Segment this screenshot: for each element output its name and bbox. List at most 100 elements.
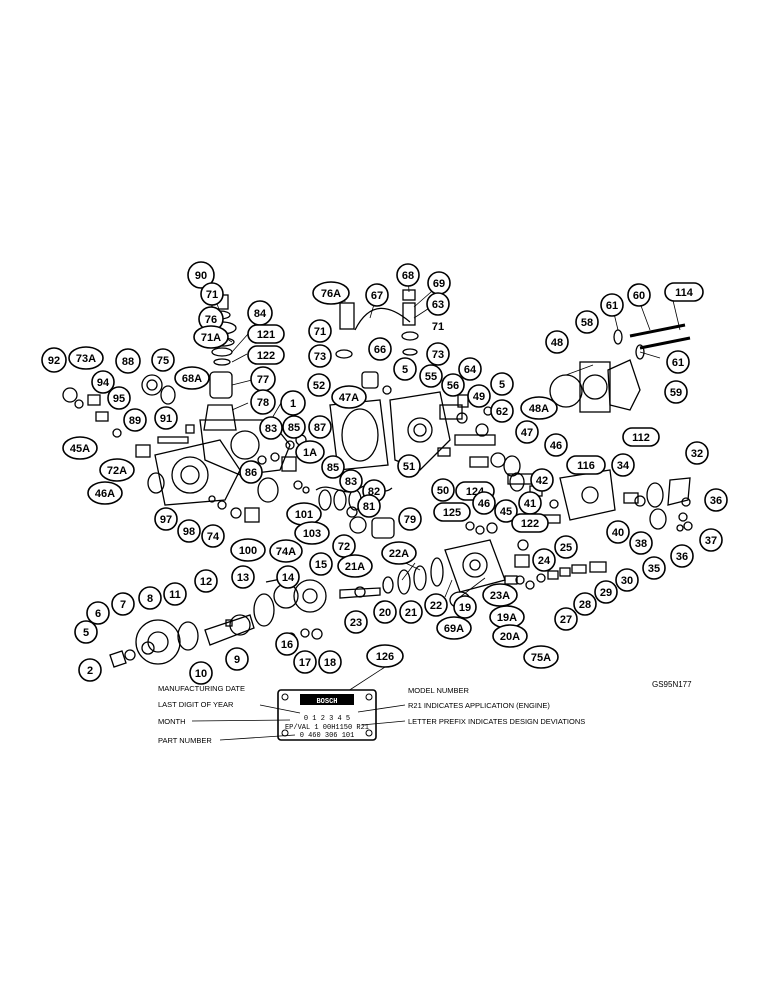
callout-122: 122 [247, 345, 285, 365]
part-63 [402, 302, 416, 326]
cap-88 [141, 374, 163, 396]
part-24 [514, 554, 530, 568]
part-40 [634, 495, 646, 507]
callout-84: 84 [247, 300, 273, 326]
svg-text:69: 69 [433, 278, 445, 290]
ring-21a [354, 586, 366, 598]
ring-122 [213, 358, 231, 366]
ring-46a [147, 472, 165, 494]
svg-text:85: 85 [288, 422, 300, 434]
callout-36b: 36 [670, 544, 694, 568]
callout-1a: 1A [295, 440, 325, 464]
part-36 [678, 512, 688, 522]
legend-manufacturing-date: MANUFACTURING DATE [158, 684, 245, 693]
part-95 [95, 411, 109, 422]
callout-76a: 76A [312, 281, 350, 305]
callout-55: 55 [419, 364, 443, 388]
callout-40: 40 [606, 520, 630, 544]
svg-text:63: 63 [432, 299, 444, 311]
part-18 [311, 628, 323, 640]
svg-text:21A: 21A [345, 561, 365, 573]
part-30 [589, 561, 607, 573]
svg-text:28: 28 [579, 599, 591, 611]
svg-text:52: 52 [313, 380, 325, 392]
svg-text:32: 32 [691, 448, 703, 460]
callout-30: 30 [615, 568, 639, 592]
legend-part-number: PART NUMBER [158, 736, 212, 745]
callout-48: 48 [545, 330, 569, 354]
callout-7: 7 [111, 592, 135, 616]
svg-text:72: 72 [338, 541, 350, 553]
svg-text:103: 103 [303, 528, 321, 540]
part-29 [571, 564, 587, 574]
svg-text:61: 61 [672, 357, 684, 369]
figure-reference: GS95N177 [652, 680, 692, 689]
part-32 [667, 477, 691, 506]
callout-18: 18 [318, 650, 342, 674]
svg-text:18: 18 [324, 657, 336, 669]
callout-24: 24 [532, 548, 556, 572]
callout-66: 66 [368, 337, 392, 361]
callout-116: 116 [566, 455, 606, 475]
plate-brand: BOSCH [316, 698, 337, 706]
svg-text:25: 25 [560, 542, 572, 554]
callout-73c: 73 [426, 342, 450, 366]
callout-13: 13 [231, 565, 255, 589]
svg-text:5: 5 [402, 364, 408, 376]
washer-45a [112, 428, 122, 438]
callout-63: 63 [426, 292, 450, 316]
svg-text:69A: 69A [444, 623, 464, 635]
svg-text:51: 51 [403, 461, 415, 473]
callout-11: 11 [163, 582, 187, 606]
cap-66 [361, 371, 379, 389]
callout-20: 20 [373, 600, 397, 624]
svg-text:6: 6 [95, 608, 101, 620]
callout-92: 92 [41, 347, 67, 373]
svg-text:114: 114 [675, 287, 694, 299]
callout-27: 27 [554, 607, 578, 631]
callout-71: 71 [200, 282, 224, 306]
callout-71c: 71 [308, 319, 332, 343]
svg-text:23: 23 [350, 617, 362, 629]
callout-22: 22 [424, 593, 448, 617]
callout-35: 35 [642, 556, 666, 580]
svg-text:47A: 47A [339, 392, 359, 404]
part-74 [230, 507, 242, 519]
svg-text:75A: 75A [531, 652, 551, 664]
callout-21: 21 [399, 600, 423, 624]
svg-text:47: 47 [521, 427, 533, 439]
legend-model-number: MODEL NUMBER [408, 686, 470, 695]
callout-23a: 23A [482, 583, 518, 607]
key-11 [225, 619, 233, 627]
svg-text:100: 100 [239, 545, 257, 557]
callout-94: 94 [91, 370, 115, 394]
svg-text:24: 24 [538, 555, 551, 567]
svg-text:98: 98 [183, 526, 195, 538]
ring-73-left [335, 349, 353, 359]
svg-text:126: 126 [376, 651, 394, 663]
plug-78 [203, 404, 237, 431]
svg-text:71: 71 [432, 321, 444, 333]
svg-text:78: 78 [257, 397, 269, 409]
callout-112: 112 [622, 427, 660, 447]
svg-text:61: 61 [606, 300, 618, 312]
part-125 [486, 522, 498, 534]
pipe-67 [354, 307, 411, 331]
callout-50: 50 [431, 478, 455, 502]
callout-86: 86 [239, 460, 263, 484]
callout-16: 16 [275, 632, 299, 656]
callout-126: 126 [366, 644, 404, 668]
ring-47 [490, 452, 506, 468]
svg-text:1: 1 [290, 398, 296, 410]
gasket-58 [579, 361, 611, 413]
svg-text:122: 122 [257, 350, 275, 362]
callout-77: 77 [250, 366, 276, 392]
ring-62 [475, 423, 489, 437]
part-81 [346, 506, 358, 518]
part-27 [547, 570, 559, 580]
svg-text:7: 7 [120, 599, 126, 611]
svg-text:74: 74 [207, 531, 220, 543]
svg-text:36: 36 [676, 551, 688, 563]
svg-text:79: 79 [404, 514, 416, 526]
svg-text:23A: 23A [490, 590, 510, 602]
